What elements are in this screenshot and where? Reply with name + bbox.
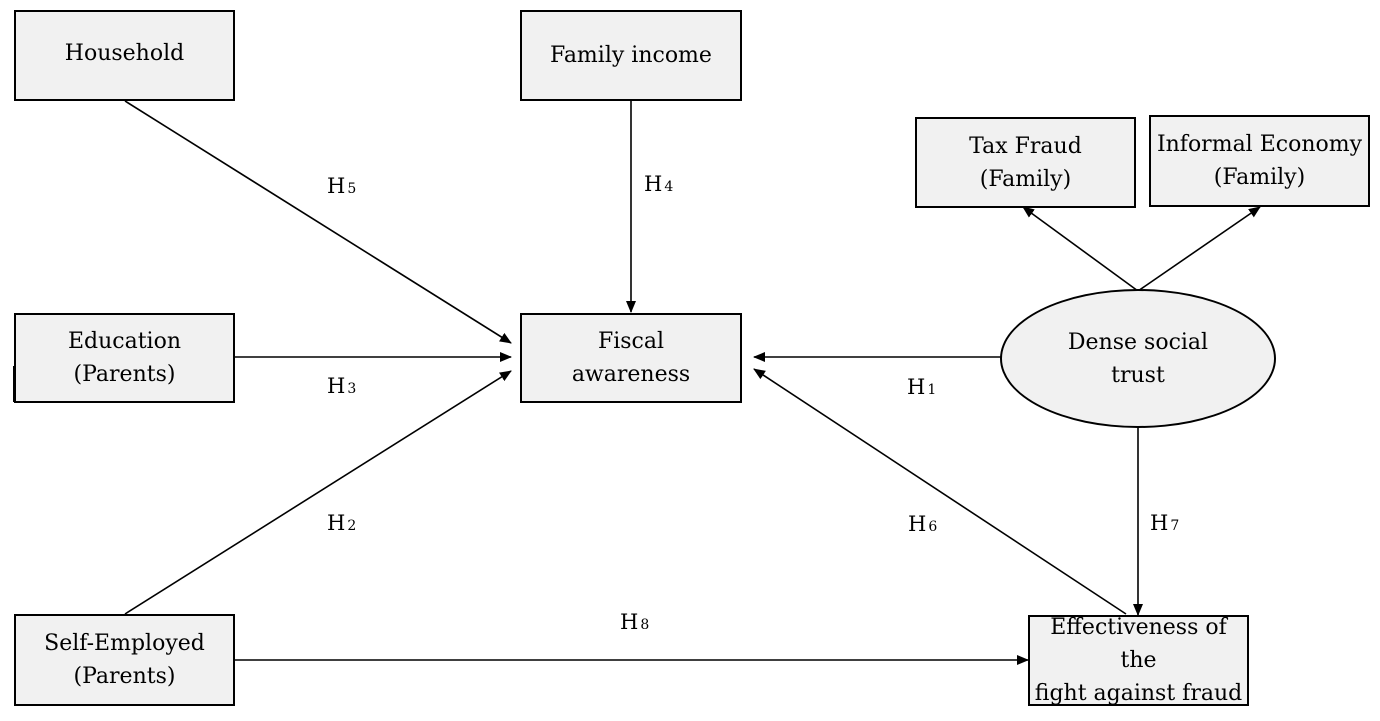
node-self-employed: Self-Employed (Parents) (14, 614, 235, 706)
node-effectiveness-line1: Effectiveness of the (1050, 615, 1227, 673)
arrow-trust-to-tax-fraud (1022, 206, 1139, 292)
node-informal-economy-line2: (Family) (1213, 165, 1306, 190)
node-effectiveness-line2: fight against fraud (1034, 681, 1243, 706)
node-effectiveness: Effectiveness of the fight against fraud (1028, 615, 1249, 706)
node-tax-fraud: Tax Fraud (Family) (915, 117, 1136, 208)
node-household-label: Household (64, 41, 185, 66)
node-tax-fraud-line1: Tax Fraud (969, 133, 1082, 159)
label-h3-num: 3 (347, 381, 357, 397)
node-family-income-label: Family income (550, 43, 712, 68)
label-h6-num: 6 (928, 519, 938, 535)
node-education-line2: (Parents) (73, 362, 176, 387)
node-fiscal-awareness-line1: Fiscal (597, 329, 665, 354)
label-h3-letter: H (327, 374, 346, 398)
node-family-income: Family income (520, 10, 742, 101)
label-h2-letter: H (327, 511, 346, 535)
arrow-h5 (124, 100, 512, 344)
node-fiscal-awareness: Fiscal awareness (520, 313, 742, 403)
node-dense-social-trust-line1: Dense social (1067, 329, 1209, 355)
node-informal-economy-line1: Informal Economy (1156, 132, 1363, 157)
node-fiscal-awareness-line2: awareness (571, 362, 691, 387)
label-h6-letter: H (908, 512, 927, 536)
label-h5-letter: H (327, 174, 346, 198)
node-dense-social-trust: Dense social trust (1000, 289, 1276, 428)
arrow-trust-to-informal-economy (1137, 206, 1261, 292)
node-informal-economy: Informal Economy (Family) (1149, 115, 1370, 207)
node-household: Household (14, 10, 235, 101)
arrow-h2 (124, 370, 512, 615)
label-h1-num: 1 (927, 382, 937, 398)
label-h5-num: 5 (347, 181, 357, 197)
label-h2-num: 2 (347, 518, 357, 534)
node-self-employed-line1: Self-Employed (44, 631, 205, 656)
label-h8-letter: H (620, 610, 639, 634)
arrow-h6 (753, 368, 1127, 615)
node-dense-social-trust-line2: trust (1111, 362, 1165, 388)
node-education-line1: Education (67, 329, 182, 354)
label-h7-letter: H (1150, 511, 1169, 535)
label-h4-num: 4 (664, 179, 674, 195)
node-education: Education (Parents) (14, 313, 235, 403)
node-tax-fraud-line2: (Family) (979, 166, 1072, 192)
node-self-employed-line2: (Parents) (73, 664, 176, 689)
label-h1-letter: H (907, 375, 926, 399)
label-h7-num: 7 (1170, 518, 1180, 534)
label-h8-num: 8 (640, 617, 650, 633)
label-h4-letter: H (644, 172, 663, 196)
